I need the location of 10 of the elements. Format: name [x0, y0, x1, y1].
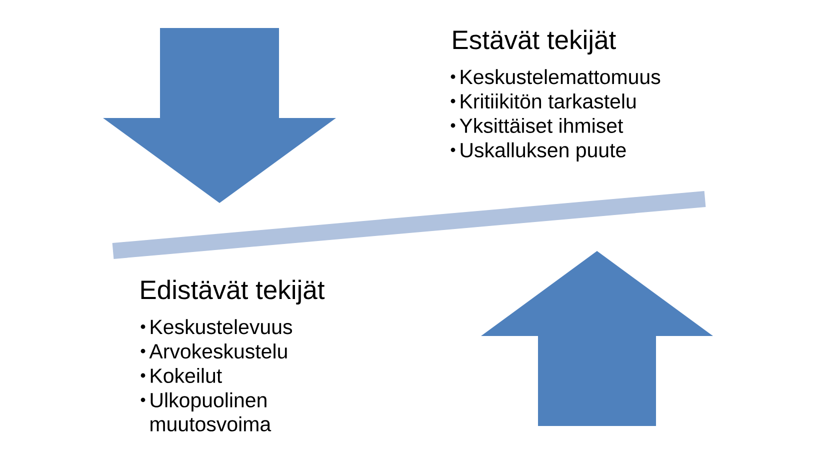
- list-item: Uskalluksen puute: [460, 142, 626, 162]
- list-item: Keskustelevuus: [150, 319, 292, 334]
- heading: Estävät tekijät: [453, 30, 616, 54]
- list-item: Kokeilut: [150, 368, 222, 383]
- list-item: Ulkopuolinen muutosvoima: [150, 392, 272, 432]
- list-item: Arvokeskustelu: [149, 344, 287, 359]
- list-item: Keskustelemattomuus: [460, 69, 660, 84]
- list-item: Yksittäiset ihmiset: [460, 118, 624, 133]
- list-item: Kritiikitön tarkastelu: [460, 94, 636, 109]
- balance-beam: [112, 191, 706, 259]
